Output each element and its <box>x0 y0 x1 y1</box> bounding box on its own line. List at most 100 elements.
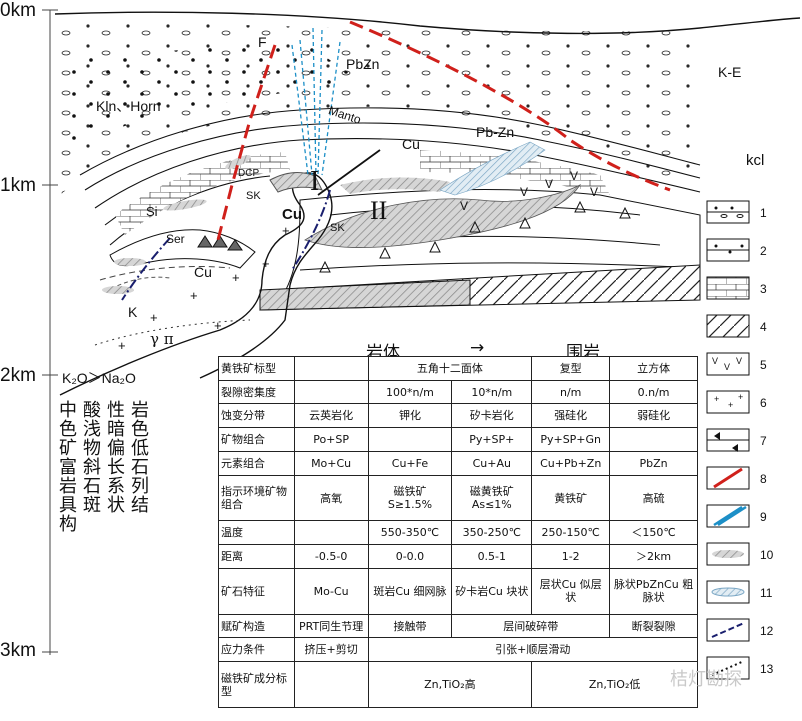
table-cell: 弱硅化 <box>609 403 698 429</box>
zone-I-label: I <box>310 166 320 197</box>
table-cell: 层状Cu 似层状 <box>531 567 611 615</box>
row-header: 指示环境矿物组合 <box>218 474 295 522</box>
legend-number-10: 10 <box>760 548 774 562</box>
table-cell: 斑岩Cu 细网脉 <box>367 567 453 615</box>
cu-core-label: Cu <box>282 206 302 223</box>
table-row: 应力条件 挤压+剪切 引张+顺层滑动 <box>218 637 699 663</box>
svg-text:+: + <box>282 223 290 238</box>
legend-swatch-3 <box>706 276 750 300</box>
table-row: 温度 550-350℃ 350-250℃ 250-150℃ ＜150℃ <box>218 520 698 546</box>
legend-swatches: VVV +++ <box>706 200 750 680</box>
ore-property-table: 黄铁矿标型 五角十二面体 复型 立方体 裂隙密集度 100*n/m 10*n/m… <box>218 356 699 708</box>
legend-number-3: 3 <box>760 282 767 296</box>
cu-low-label: Cu <box>194 264 212 280</box>
table-cell: 高氧 <box>293 474 369 522</box>
table-cell: 层间破碎带 <box>451 613 611 639</box>
table-cell: 10*n/m <box>451 379 533 405</box>
left-column-1: 中色矿富岩具构 <box>56 400 77 533</box>
row-header: 矿石特征 <box>218 567 295 615</box>
table-cell: 断裂裂隙 <box>609 613 698 639</box>
legend-number-9: 9 <box>760 510 767 524</box>
table-cell: Py+SP+Gn <box>531 427 611 452</box>
table-row: 赋矿构造 PRT同生节理 接触带 层间破碎带 断裂裂隙 <box>218 613 698 639</box>
table-cell: Zn,TiO₂低 <box>531 661 698 708</box>
table-cell: Cu+Fe <box>367 450 453 476</box>
table-cell <box>609 427 698 452</box>
table-cell: 0-0.0 <box>367 544 453 569</box>
table-cell: 立方体 <box>609 356 698 381</box>
si-label: Si <box>146 204 158 219</box>
svg-text:+: + <box>214 318 222 333</box>
row-header: 赋矿构造 <box>218 613 295 639</box>
zone-II-label: II <box>370 196 388 225</box>
svg-text:+: + <box>118 338 126 353</box>
kcl-label: kcl <box>746 152 765 169</box>
row-header: 黄铁矿标型 <box>218 356 295 381</box>
svg-text:V: V <box>520 185 528 199</box>
left-column-2: 酸浅物斜石斑 <box>80 400 101 514</box>
table-row: 蚀变分带 云英岩化 钾化 矽卡岩化 强硅化 弱硅化 <box>218 403 698 429</box>
row-header: 蚀变分带 <box>218 403 295 429</box>
svg-text:+: + <box>262 256 270 271</box>
table-cell: 0.5-1 <box>451 544 533 569</box>
table-cell: 1-2 <box>531 544 611 569</box>
sk-label-upper: SK <box>246 190 261 202</box>
table-cell: ＞2km <box>609 544 698 569</box>
depth-1km-label: 1km <box>0 175 36 196</box>
table-row: 裂隙密集度 100*n/m 10*n/m n/m 0.n/m <box>218 379 698 405</box>
table-cell: 钾化 <box>367 403 453 429</box>
svg-text:V: V <box>460 199 468 213</box>
table-cell <box>293 661 369 708</box>
table-row: 距离 -0.5-0 0-0.0 0.5-1 1-2 ＞2km <box>218 544 698 569</box>
svg-text:+: + <box>714 394 719 404</box>
pb-zn-label: Pb-Zn <box>476 124 515 140</box>
row-header: 矿物组合 <box>218 427 295 452</box>
fault-label: F <box>258 34 267 50</box>
table-cell: PbZn <box>609 450 698 476</box>
legend-swatch-5 <box>706 352 750 376</box>
table-cell: ＜150℃ <box>609 520 698 546</box>
watermark: 桔灯勘探 <box>670 669 742 690</box>
table-cell: 矽卡岩Cu 块状 <box>451 567 533 615</box>
svg-text:V: V <box>590 185 598 199</box>
svg-text:+: + <box>190 288 198 303</box>
table-cell: 磁黄铁矿 As≤1% <box>451 474 533 522</box>
row-header: 元素组合 <box>218 450 295 476</box>
trend-arrow: → <box>470 338 485 358</box>
row-header: 裂隙密集度 <box>218 379 295 405</box>
svg-text:V: V <box>712 356 718 366</box>
kln-horn-label: Kln、Horn <box>96 98 161 114</box>
depth-2km-label: 2km <box>0 365 36 386</box>
table-cell: 脉状PbZnCu 粗脉状 <box>609 567 698 615</box>
depth-3km-label: 3km <box>0 640 36 661</box>
left-column-4: 岩色低石列结 <box>128 400 149 514</box>
legend-number-5: 5 <box>760 358 767 372</box>
legend-number-1: 1 <box>760 206 767 220</box>
table-cell: 强硅化 <box>531 403 611 429</box>
svg-text:V: V <box>570 169 578 183</box>
table-cell: 矽卡岩化 <box>451 403 533 429</box>
table-cell: 挤压+剪切 <box>293 637 369 663</box>
legend-number-11: 11 <box>760 586 773 600</box>
table-row: 指示环境矿物组合 高氧 磁铁矿 S≥1.5% 磁黄铁矿 As≤1% 黄铁矿 高硫 <box>218 474 698 522</box>
row-header: 温度 <box>218 520 295 546</box>
svg-text:+: + <box>232 270 240 285</box>
table-cell: 磁铁矿 S≥1.5% <box>367 474 453 522</box>
table-row: 磁铁矿成分标型 Zn,TiO₂高 Zn,TiO₂低 <box>218 661 698 708</box>
table-cell <box>293 379 369 405</box>
ke-label: K-E <box>718 64 742 80</box>
table-cell: 250-150℃ <box>531 520 611 546</box>
ser-label: Ser <box>166 232 185 246</box>
table-cell <box>293 356 369 381</box>
legend-number-7: 7 <box>760 434 767 448</box>
table-row: 矿物组合 Po+SP Py+SP+ Py+SP+Gn <box>218 427 698 452</box>
legend-number-8: 8 <box>760 472 767 486</box>
svg-text:V: V <box>724 362 730 372</box>
gamma-pi-label: γ π <box>150 330 174 348</box>
table-row: 黄铁矿标型 五角十二面体 复型 立方体 <box>218 356 698 381</box>
row-header: 应力条件 <box>218 637 295 663</box>
table-cell: -0.5-0 <box>293 544 369 569</box>
svg-text:V: V <box>545 177 553 191</box>
table-cell: 350-250℃ <box>451 520 533 546</box>
svg-text:+: + <box>150 310 158 325</box>
